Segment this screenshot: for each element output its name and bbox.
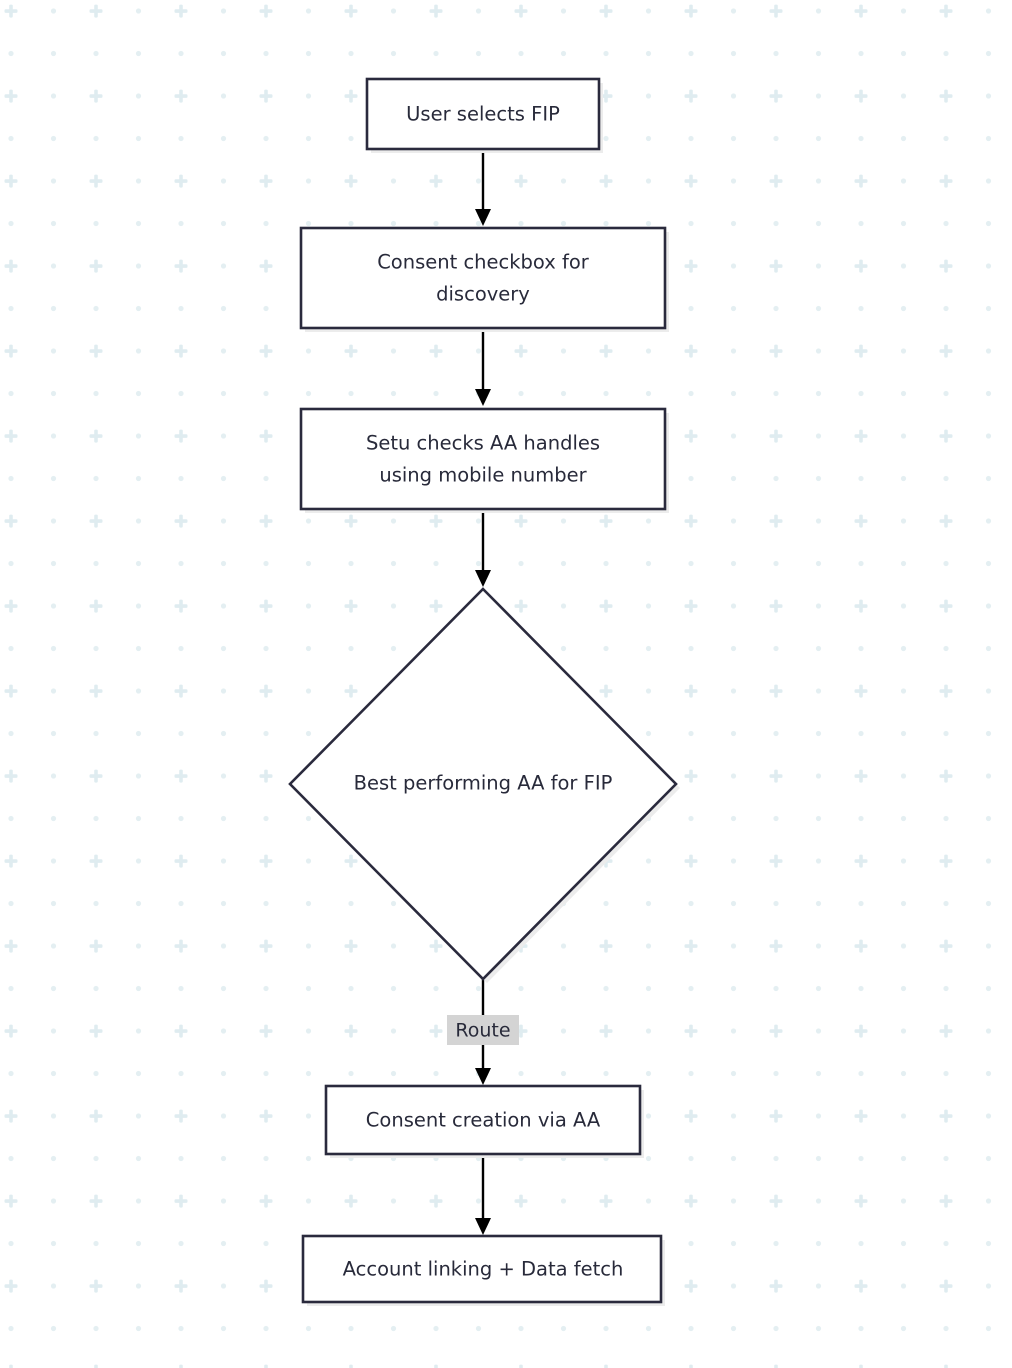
node-consent-checkbox-for-discovery-label-line1: Consent checkbox for: [377, 251, 590, 274]
edge-user-selects-fip-to-consent-checkbox: [475, 149, 491, 226]
node-consent-checkbox-for-discovery[interactable]: Consent checkbox for discovery: [299, 226, 669, 332]
node-consent-checkbox-for-discovery-label-line2: discovery: [436, 283, 530, 306]
node-best-performing-aa-for-fip-label: Best performing AA for FIP: [354, 772, 613, 795]
node-best-performing-aa-for-fip[interactable]: Best performing AA for FIP: [288, 587, 680, 983]
node-account-linking-data-fetch[interactable]: Account linking + Data fetch: [301, 1234, 665, 1306]
node-consent-creation-via-aa[interactable]: Consent creation via AA: [324, 1084, 644, 1158]
edge-consent-checkbox-to-setu-checks: [475, 329, 491, 406]
node-user-selects-fip[interactable]: User selects FIP: [365, 77, 603, 153]
node-setu-checks-aa-handles-label-line2: using mobile number: [379, 464, 587, 487]
node-user-selects-fip-label: User selects FIP: [406, 103, 560, 126]
node-setu-checks-aa-handles-label-line1: Setu checks AA handles: [366, 432, 600, 455]
node-setu-checks-aa-handles[interactable]: Setu checks AA handles using mobile numb…: [299, 407, 669, 513]
edge-setu-checks-to-best-performing-aa: [475, 510, 491, 587]
node-account-linking-data-fetch-label: Account linking + Data fetch: [343, 1258, 624, 1281]
node-consent-creation-via-aa-label: Consent creation via AA: [366, 1109, 601, 1132]
edge-label-route: Route: [447, 1015, 519, 1045]
edge-consent-creation-to-account-linking: [475, 1155, 491, 1235]
edge-label-route-text: Route: [455, 1020, 510, 1042]
